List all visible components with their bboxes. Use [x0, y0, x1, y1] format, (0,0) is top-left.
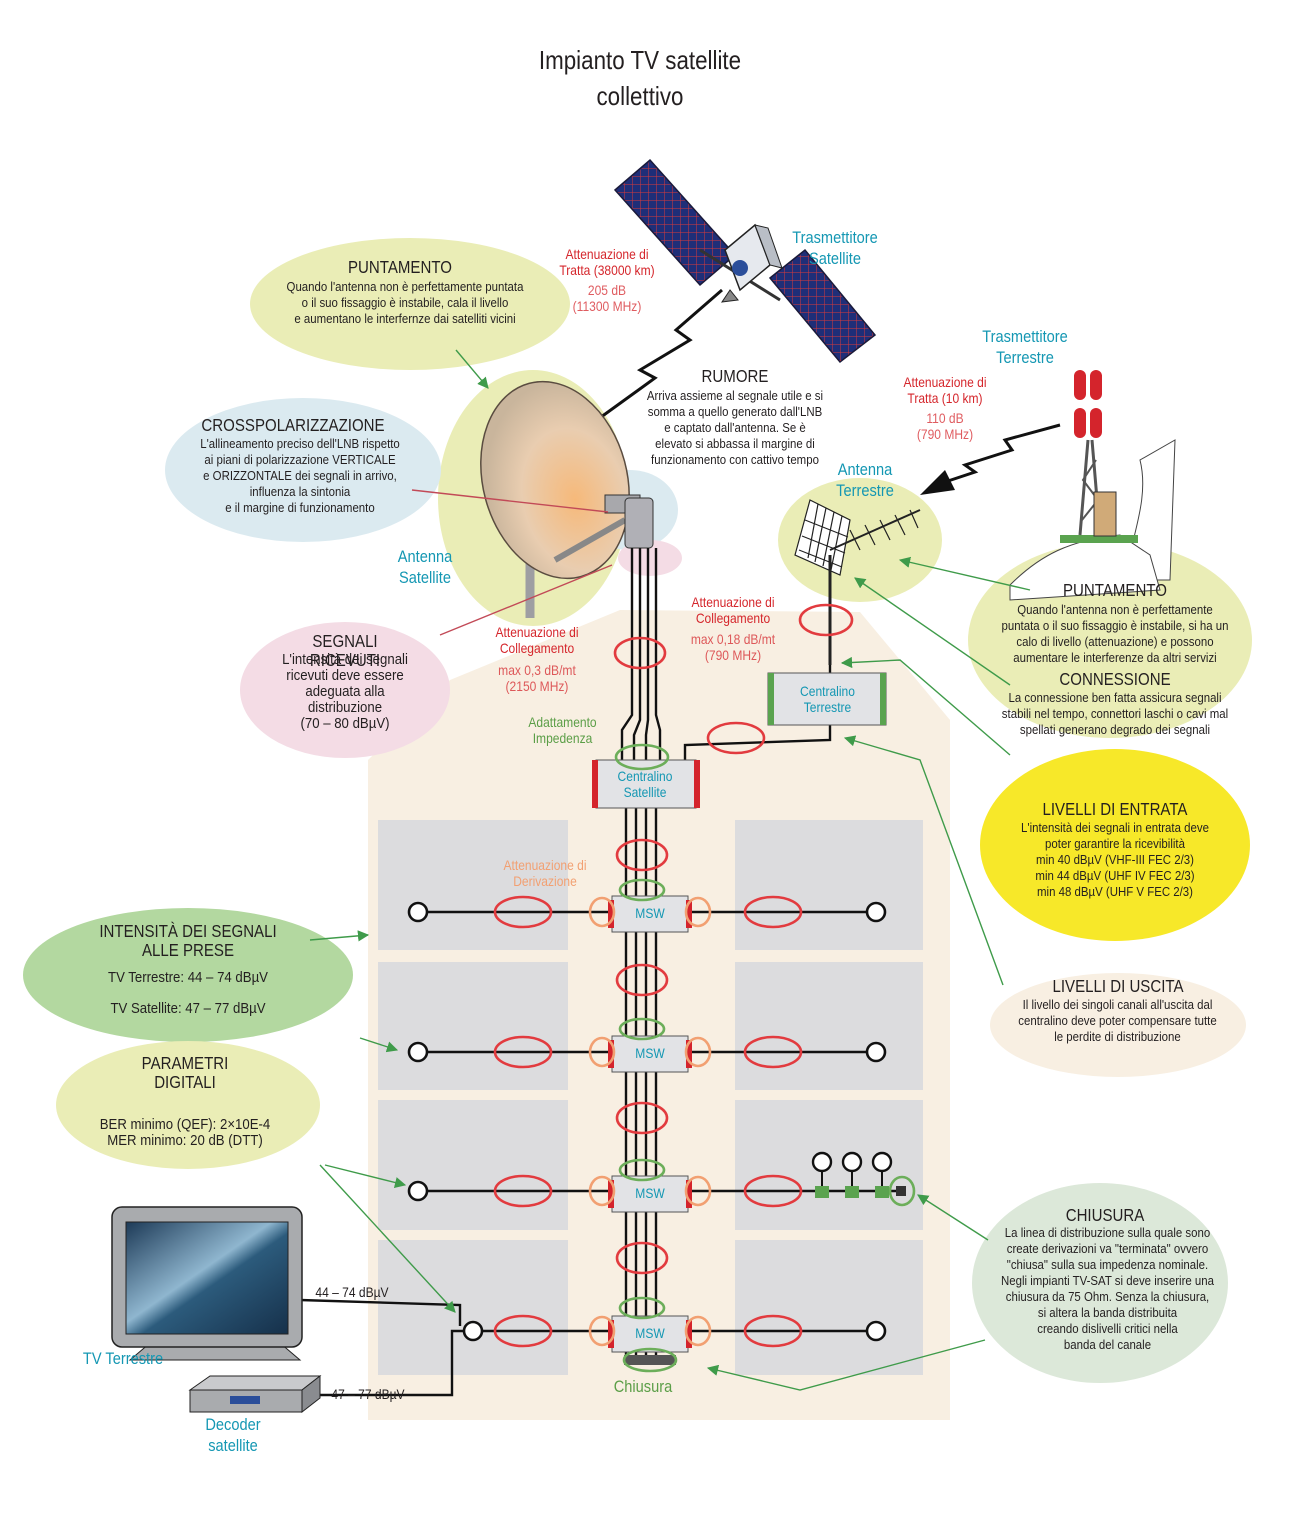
label-chiusura: Chiusura	[613, 1377, 673, 1396]
rooms	[378, 820, 923, 1375]
label-msw-3: MSW	[635, 1185, 665, 1201]
label-msw-4: MSW	[635, 1325, 665, 1341]
callout-intensita-title: INTENSITÀ DEI SEGNALI ALLE PRESE	[99, 921, 277, 960]
callout-livelli-entrata-text: L'intensità dei segnali in entrata deve …	[1021, 820, 1209, 899]
terrestrial-mast	[1009, 370, 1176, 601]
centralino-terrestre-box	[767, 672, 887, 726]
callout-connessione-title: CONNESSIONE	[1059, 669, 1171, 689]
bubble-livelli-uscita	[990, 973, 1246, 1077]
callout-parametri-text: BER minimo (QEF): 2×10E-4 MER minimo: 20…	[99, 1116, 271, 1149]
label-msw-1: MSW	[635, 905, 665, 921]
callout-segnali-title: SEGNALI RICEVUTI	[309, 631, 381, 670]
bubble-lnb-pink	[618, 540, 682, 576]
callout-chiusura-title: CHIUSURA	[1065, 1205, 1145, 1225]
terr-signal-bolt	[944, 423, 1061, 484]
callout-puntamento-sat-text: Quando l'antenna non è perfettamente pun…	[286, 279, 524, 326]
value-sat-colleg: max 0,3 dB/mt (2150 MHz)	[498, 662, 576, 694]
terr-antenna-illustration	[794, 499, 921, 665]
label-sat-colleg: Attenuazione di Collegamento	[495, 624, 579, 656]
callout-parametri-title: PARAMETRI DIGITALI	[141, 1053, 229, 1092]
callout-puntamento-terr-title: PUNTAMENTO	[1063, 580, 1167, 600]
bubble-intensita	[23, 908, 353, 1042]
callout-intensita-line2: TV Satellite: 47 – 77 dBµV	[110, 1000, 266, 1017]
sat-signal-bolt	[589, 288, 723, 427]
label-terr-tratta: Attenuazione di Tratta (10 km)	[903, 374, 987, 406]
msw-boxes	[608, 895, 692, 1365]
callout-crosspol-title: CROSSPOLARIZZAZIONE	[201, 415, 385, 435]
callout-livelli-uscita-title: LIVELLI DI USCITA	[1052, 976, 1184, 996]
callout-puntamento-terr-text: Quando l'antenna non è perfettamente pun…	[1001, 602, 1229, 665]
cascade-outlets	[811, 1151, 906, 1198]
label-tv-level: 44 – 74 dBµV	[315, 1284, 389, 1300]
callout-livelli-uscita-text: Il livello dei singoli canali all'uscita…	[1018, 997, 1217, 1044]
terr-signal-arrowhead	[920, 470, 955, 495]
label-att-derivazione: Attenuazione di Derivazione	[503, 857, 587, 889]
label-sat-transmitter: Trasmettitore Satellite	[792, 228, 878, 268]
callout-segnali-text: L'intensità dei segnali ricevuti deve es…	[282, 651, 408, 732]
bubble-livelli-entrata	[980, 749, 1250, 941]
label-decoder-level: 47 – 77 dBµV	[331, 1386, 405, 1402]
red-leader-lines	[411, 489, 613, 636]
attenuation-rings	[493, 603, 854, 1348]
bubble-parametri	[56, 1041, 320, 1169]
callout-puntamento-sat-title: PUNTAMENTO	[348, 257, 452, 277]
callout-rumore-text: Arriva assieme al segnale utile e si som…	[646, 388, 824, 467]
value-terr-colleg: max 0,18 dB/mt (790 MHz)	[690, 631, 776, 663]
callout-connessione-text: La connessione ben fatta assicura segnal…	[1001, 690, 1229, 737]
sat-dish-illustration	[480, 380, 654, 618]
label-sat-antenna: Antenna Satellite	[397, 547, 453, 587]
label-centralino-sat: Centralino Satellite	[617, 768, 673, 800]
label-terr-antenna: Antenna Terrestre	[836, 460, 894, 500]
label-tv-terrestre: TV Terrestre	[82, 1349, 164, 1368]
label-centralino-terr: Centralino Terrestre	[800, 683, 855, 715]
label-terr-colleg: Attenuazione di Collegamento	[691, 594, 775, 626]
bubble-chiusura	[972, 1183, 1228, 1383]
bubble-crosspol	[165, 398, 441, 542]
label-msw-2: MSW	[635, 1045, 665, 1061]
label-sat-tratta: Attenuazione di Tratta (38000 km)	[559, 246, 655, 278]
label-decoder: Decoder satellite	[205, 1415, 261, 1455]
bubble-segnali	[240, 622, 450, 758]
label-adattamento: Adattamento Impedenza	[528, 714, 597, 746]
callout-intensita-line1: TV Terrestre: 44 – 74 dBµV	[108, 969, 268, 986]
leader-arrows	[309, 349, 1031, 1391]
callout-livelli-entrata-title: LIVELLI DI ENTRATA	[1042, 799, 1188, 819]
impedance-rings	[614, 743, 916, 1373]
page-title: Impianto TV satellite collettivo	[538, 45, 742, 111]
derivation-rings	[588, 896, 712, 1347]
value-sat-tratta: 205 dB (11300 MHz)	[572, 282, 642, 314]
tv-illustration	[111, 1206, 303, 1361]
callout-rumore-title: RUMORE	[701, 366, 769, 386]
bubble-puntamento-sat	[250, 238, 570, 370]
wall-outlets	[407, 901, 887, 1342]
decoder-illustration	[188, 1374, 322, 1414]
callout-chiusura-text: La linea di distribuzione sulla quale so…	[1000, 1225, 1215, 1352]
callout-crosspol-text: L'allineamento preciso dell'LNB rispetto…	[200, 436, 400, 515]
label-terr-transmitter: Trasmettitore Terrestre	[982, 327, 1068, 367]
value-terr-tratta: 110 dB (790 MHz)	[916, 410, 974, 442]
satellite-illustration	[613, 158, 877, 364]
